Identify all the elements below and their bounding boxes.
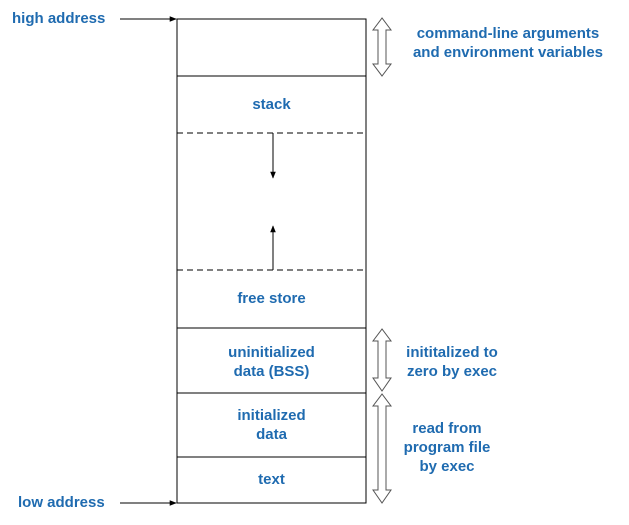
args-range-double-arrow	[372, 17, 392, 77]
stack-segment-label: stack	[252, 96, 291, 113]
program-file-annotation: read from program file by exec	[392, 419, 502, 476]
program-file-annotation-line3: by exec	[419, 458, 475, 475]
bss-annotation-line2: zero by exec	[406, 363, 498, 380]
program-file-range-double-arrow	[372, 393, 392, 504]
initialized-segment-label-line2: data	[256, 426, 287, 443]
memory-column	[176, 18, 367, 504]
bss-annotation-line1: inititalized to	[406, 344, 498, 361]
initialized-segment-label: initialized data	[177, 406, 366, 444]
program-file-annotation-line2: program file	[403, 439, 491, 456]
args-annotation-line1: command-line arguments	[416, 25, 600, 42]
low-address-label: low address	[18, 494, 105, 511]
args-annotation: command-line arguments and environment v…	[398, 24, 618, 62]
bss-segment-label: uninitialized data (BSS)	[177, 343, 366, 381]
bss-segment-label-line1: uninitialized	[228, 344, 315, 361]
program-file-annotation-line1: read from	[412, 420, 482, 437]
text-segment-label: text	[258, 471, 285, 488]
bss-range-double-arrow	[372, 328, 392, 392]
args-annotation-line2: and environment variables	[412, 44, 604, 61]
free-store-segment-label: free store	[237, 290, 306, 307]
bss-segment-label-line2: data (BSS)	[233, 363, 310, 380]
initialized-segment-label-line1: initialized	[237, 407, 306, 424]
high-address-label: high address	[12, 10, 106, 27]
bss-annotation: inititalized to zero by exec	[392, 343, 512, 381]
